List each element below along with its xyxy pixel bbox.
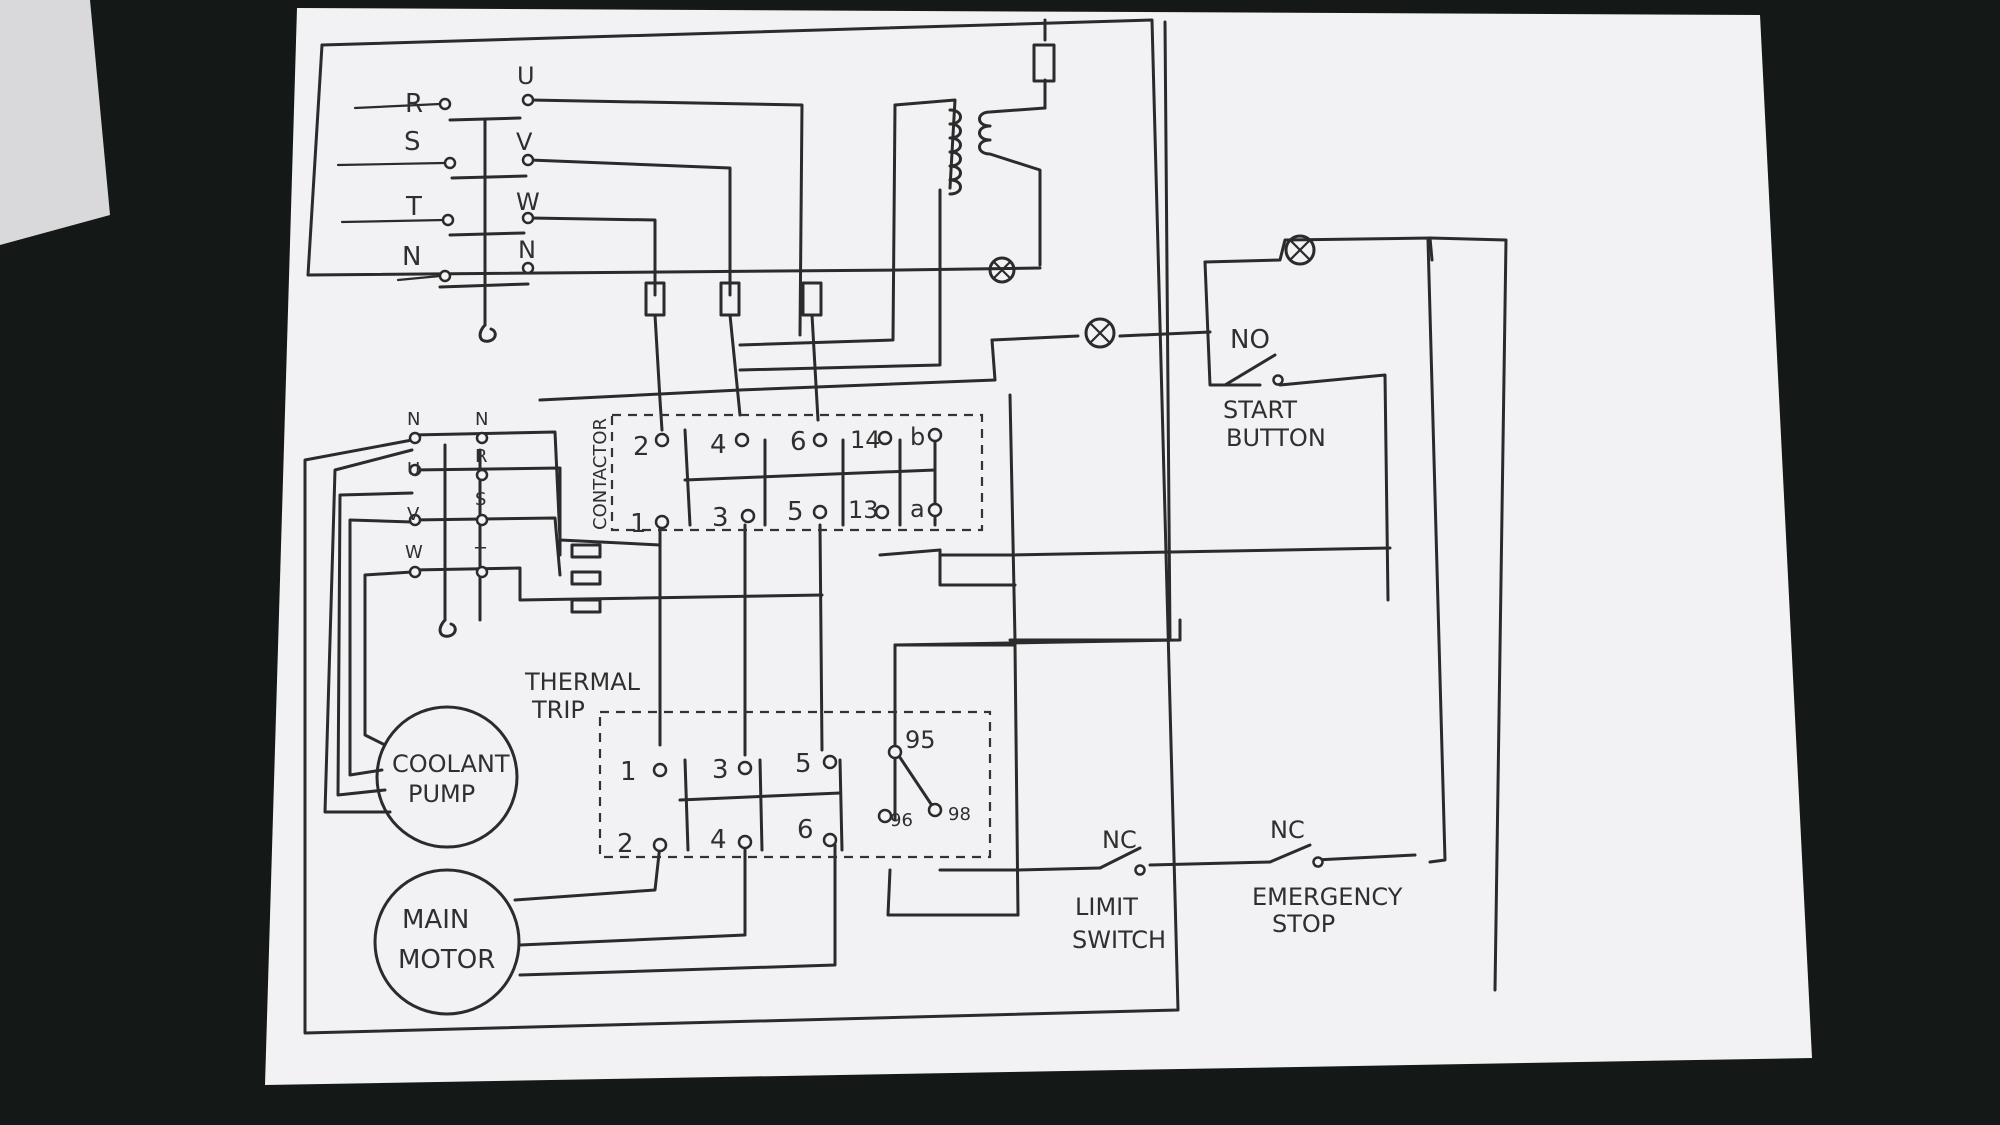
- contactor-top-4: 14: [850, 426, 881, 454]
- thermal-top-2: 3: [712, 755, 729, 785]
- emergency-stop-switch-icon: [1268, 843, 1312, 864]
- thermal-trip-box: [598, 710, 992, 859]
- thermal-bottom-5: 98: [948, 804, 971, 825]
- main-motor-label-line1: MAIN: [402, 905, 469, 935]
- start-button-label-line1: START: [1223, 396, 1297, 424]
- contactor-bottom-1: 1: [630, 509, 647, 539]
- label-lower-right-2: R: [475, 446, 488, 467]
- thermal-bottom-3: 6: [797, 815, 814, 845]
- wiring: [303, 18, 1508, 1035]
- limit-switch-label-line1: LIMIT: [1075, 893, 1138, 921]
- lower-isolator-right-labels: N R S T: [474, 409, 488, 565]
- contactor-top-terminals: 2 4 6 14 b: [633, 423, 925, 462]
- contactor-top-2: 4: [710, 430, 727, 460]
- paper-sheet: [265, 8, 1812, 1085]
- contactor-title: CONTACTOR: [590, 418, 611, 530]
- label-output-4: N: [518, 236, 536, 264]
- lamp-icon-running: [1284, 234, 1316, 266]
- label-input-1: R: [405, 89, 423, 119]
- contactor-bottom-4: 13: [848, 496, 879, 524]
- limit-switch-state: NC: [1102, 826, 1137, 854]
- limit-switch-label-line2: SWITCH: [1072, 926, 1166, 954]
- earth-icon-lower: [438, 618, 457, 638]
- thermal-bottom-2: 4: [710, 825, 727, 855]
- output-terminal-labels: U V W N: [516, 62, 540, 264]
- start-button-label-line2: BUTTON: [1226, 424, 1326, 452]
- start-button-state: NO: [1230, 325, 1270, 355]
- thermal-trip-top-terminals: 1 3 5 95: [620, 726, 936, 787]
- contactor-box: [610, 413, 984, 532]
- thermal-trip-bottom-terminals: 2 4 6 96 98: [617, 804, 971, 859]
- label-output-3: W: [516, 188, 540, 216]
- coolant-pump-label-line1: COOLANT: [392, 750, 510, 778]
- main-motor: [373, 868, 521, 1016]
- contactor-bottom-5: a: [910, 495, 925, 523]
- emergency-stop-state: NC: [1270, 816, 1305, 844]
- thermal-top-3: 5: [795, 749, 812, 779]
- label-lower-left-1: N: [407, 409, 420, 430]
- lamp-icon-power: [1084, 317, 1116, 349]
- contactor-top-1: 2: [633, 432, 650, 462]
- emergency-stop-label-line2: STOP: [1272, 910, 1335, 938]
- label-lower-right-1: N: [475, 409, 488, 430]
- label-input-4: N: [402, 242, 421, 272]
- start-button-switch-icon: [1223, 353, 1277, 387]
- limit-switch-icon: [1098, 846, 1142, 870]
- contactor-bottom-terminals: 1 3 5 13 a: [630, 495, 925, 539]
- label-output-2: V: [516, 128, 533, 156]
- thermal-bottom-1: 2: [617, 829, 634, 859]
- label-input-3: T: [405, 192, 422, 222]
- coolant-pump-motor: [375, 705, 519, 849]
- label-lower-left-2: U: [407, 459, 420, 480]
- earth-icon-upper: [478, 323, 497, 343]
- lower-isolator-left-labels: N U V W: [405, 409, 423, 563]
- label-input-2: S: [404, 127, 421, 157]
- input-terminal-labels: R S T N: [402, 89, 423, 272]
- thermal-top-4: 95: [905, 726, 936, 754]
- label-output-1: U: [517, 62, 535, 90]
- thermal-top-1: 1: [620, 757, 637, 787]
- label-lower-right-3: S: [475, 489, 486, 510]
- emergency-stop-label-line1: EMERGENCY: [1252, 883, 1403, 911]
- lamp-icon-transformer: [988, 256, 1016, 284]
- thermal-bottom-4: 96: [890, 810, 913, 831]
- thermal-trip-title-line1: THERMAL: [524, 668, 641, 696]
- contactor-bottom-3: 5: [787, 497, 804, 527]
- contactor-top-5: b: [910, 423, 925, 451]
- label-lower-left-3: V: [407, 504, 420, 525]
- main-motor-label-line2: MOTOR: [398, 945, 495, 975]
- label-lower-left-4: W: [405, 542, 423, 563]
- terminals: [408, 93, 1324, 876]
- label-lower-right-4: T: [474, 544, 487, 565]
- coolant-pump-label-line2: PUMP: [408, 780, 475, 808]
- thermal-trip-title-line2: TRIP: [531, 696, 585, 724]
- contactor-bottom-2: 3: [712, 503, 729, 533]
- paper-corner-left: [0, 0, 110, 245]
- contactor-top-3: 6: [790, 427, 807, 457]
